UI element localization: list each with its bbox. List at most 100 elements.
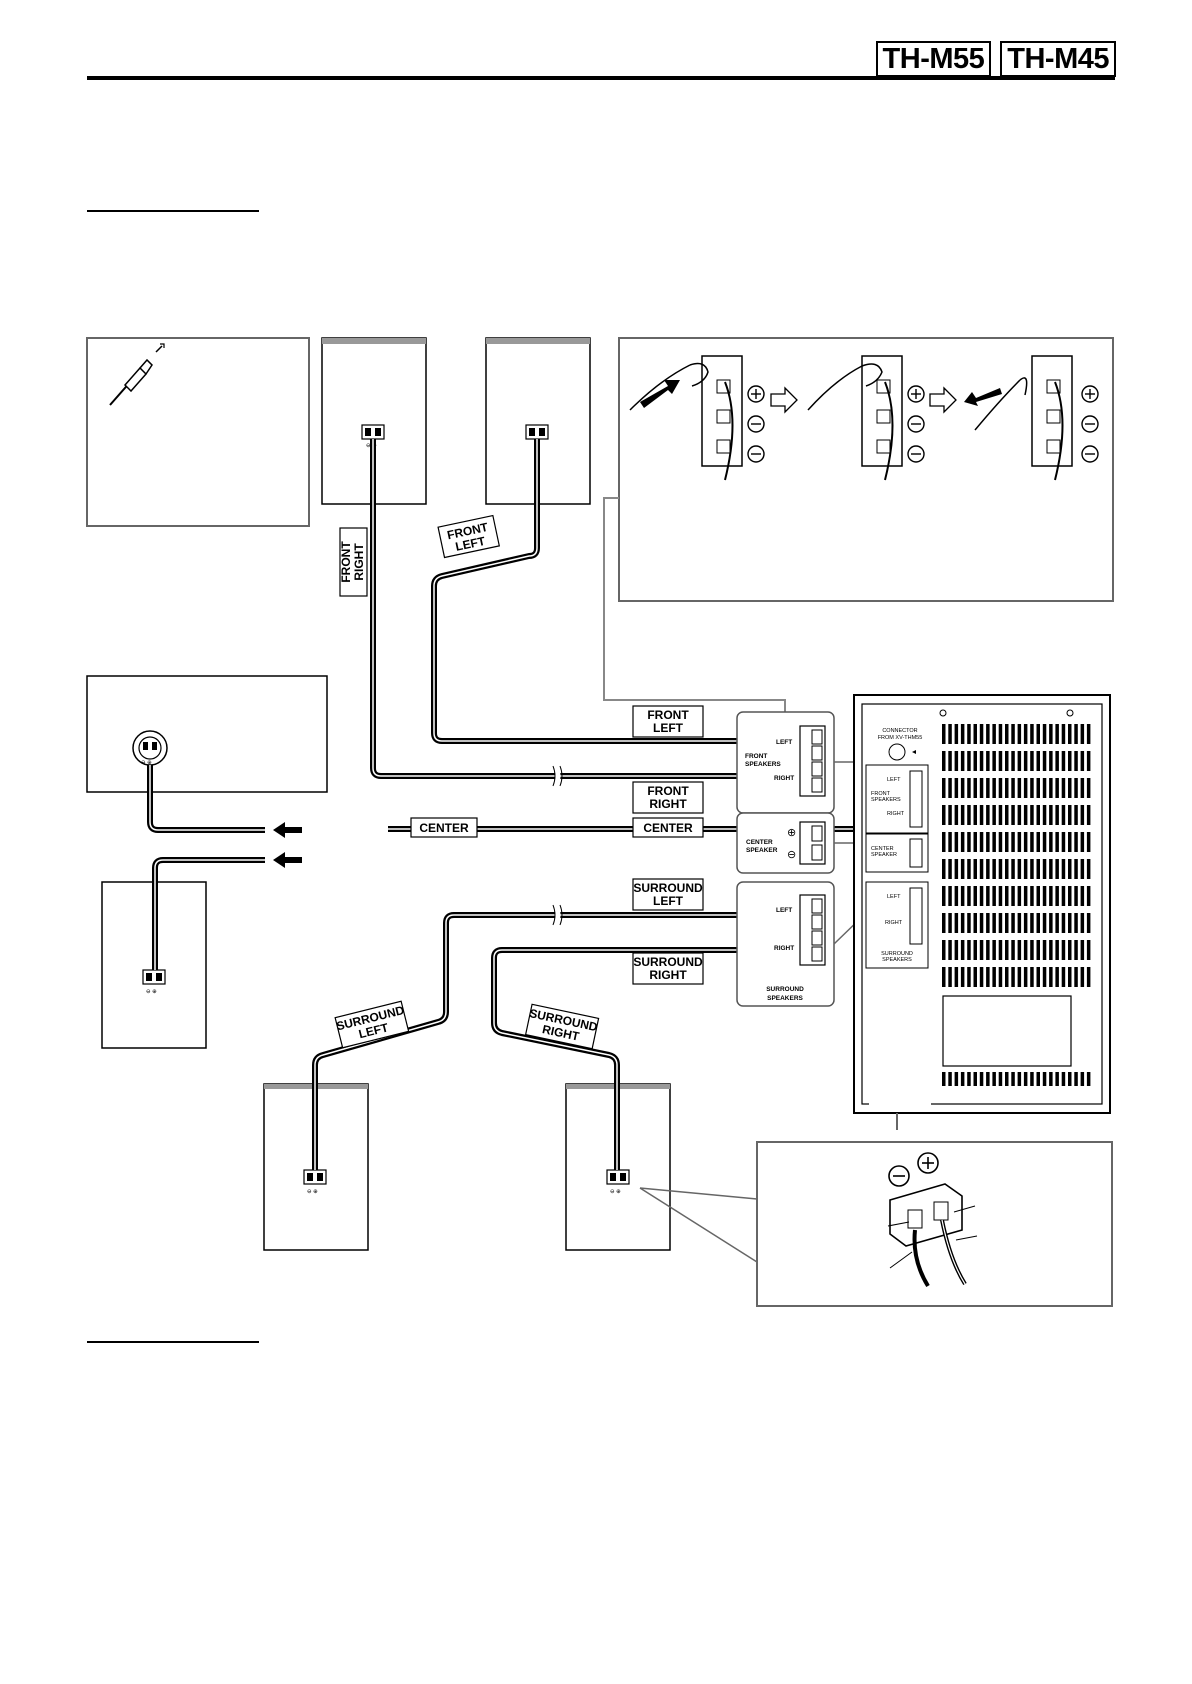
vent-slot [967, 805, 971, 825]
vent-slot [1030, 859, 1034, 879]
vent-slot [1030, 886, 1034, 906]
vent-slot [1068, 940, 1072, 960]
vent-slot [986, 967, 990, 987]
vent-slot [1080, 832, 1085, 852]
vent-slot [979, 913, 984, 933]
terminal-block-center: ⊕ ⊖ CENTER SPEAKER [736, 812, 835, 874]
label-front-left-angled: FRONT LEFT [437, 514, 501, 559]
vent-slot [1030, 751, 1034, 771]
vent-slot [1086, 724, 1091, 744]
inset-wire-end [86, 337, 310, 527]
svg-text:LEFT: LEFT [454, 534, 487, 554]
vent-slot [986, 724, 990, 744]
vent-slot [948, 967, 952, 987]
vent-slot [973, 886, 977, 906]
vent-slot [998, 1072, 1003, 1086]
svg-text:RIGHT: RIGHT [887, 811, 905, 817]
svg-text:LEFT: LEFT [776, 907, 792, 914]
vent-slot [1042, 751, 1047, 771]
vent-slot [960, 724, 965, 744]
vent-slot [1049, 886, 1053, 906]
vent-slot [986, 778, 990, 798]
terminal-block-surround: LEFT RIGHT SURROUND SPEAKERS [736, 881, 835, 1007]
vent-slot [967, 940, 971, 960]
vent-slot [1030, 913, 1034, 933]
vent-slot [1086, 832, 1091, 852]
vent-slot [973, 913, 977, 933]
vent-slot [973, 859, 977, 879]
vent-slot [942, 805, 946, 825]
vent-slot [979, 886, 984, 906]
vent-slot [1068, 913, 1072, 933]
vent-slot [973, 967, 977, 987]
subwoofer-polarity: ⊖ ⊕ [146, 989, 157, 995]
vent-slot [973, 805, 977, 825]
vent-slot [948, 1072, 952, 1086]
vent-slot [1080, 967, 1085, 987]
inset-speaker-terminal [639, 1141, 1113, 1307]
vent-slot [1042, 778, 1047, 798]
vent-slot [948, 751, 952, 771]
vent-slot [1049, 913, 1053, 933]
arrow-subwoofer-wire [273, 852, 302, 868]
vent-slot [1074, 967, 1078, 987]
vent-slot [942, 832, 946, 852]
vent-slot [1086, 805, 1091, 825]
vent-slot [1017, 886, 1022, 906]
vent-slot [1074, 1072, 1078, 1086]
vent-slot [1036, 724, 1040, 744]
inset-leader-line [603, 497, 786, 712]
vent-slot [998, 778, 1003, 798]
vent-slot [1068, 832, 1072, 852]
vent-slot [1011, 832, 1015, 852]
vent-slot [1049, 778, 1053, 798]
vent-slot [1061, 778, 1066, 798]
svg-text:RIGHT: RIGHT [774, 775, 794, 782]
vent-slot [1086, 967, 1091, 987]
vent-slot [954, 724, 959, 744]
vent-slot [1023, 859, 1028, 879]
vent-slot [973, 1072, 977, 1086]
vent-slot [1080, 913, 1085, 933]
vent-slot [1080, 805, 1085, 825]
vent-slot [1049, 805, 1053, 825]
vent-slot [942, 913, 946, 933]
vent-slot [942, 751, 946, 771]
vent-slot [992, 1072, 996, 1086]
vent-slot [1080, 940, 1085, 960]
vent-slot [1074, 913, 1078, 933]
vent-slot [1080, 778, 1085, 798]
vent-slot [1049, 859, 1053, 879]
vent-slot [1005, 967, 1009, 987]
subwoofer-unit: CONNECTOR FROM XV-THM55 LEFT FRONT SPEAK… [853, 694, 1111, 1130]
vent-slot [1023, 778, 1028, 798]
vent-slot [1036, 832, 1040, 852]
vent-slot [1055, 859, 1059, 879]
vent-slot [967, 832, 971, 852]
vent-slot [1074, 778, 1078, 798]
svg-text:CENTER: CENTER [419, 821, 469, 835]
svg-text:FRONT: FRONT [647, 708, 689, 722]
vent-slot [967, 913, 971, 933]
vent-slot [998, 913, 1003, 933]
vent-slot [1005, 859, 1009, 879]
vent-slot [1005, 1072, 1009, 1086]
svg-text:CONNECTOR: CONNECTOR [882, 728, 917, 734]
label-front-right-panel: FRONT RIGHT [632, 781, 704, 814]
vent-slot [1055, 778, 1059, 798]
svg-text:SPEAKER: SPEAKER [871, 852, 897, 858]
vent-slot [954, 805, 959, 825]
svg-text:SURROUND: SURROUND [766, 986, 804, 993]
vent-slot [1042, 940, 1047, 960]
vent-slot [1042, 913, 1047, 933]
vent-slot [960, 967, 965, 987]
vent-slot [1068, 751, 1072, 771]
vent-slot [1086, 886, 1091, 906]
label-surround-right-panel: SURROUND RIGHT [632, 952, 704, 985]
svg-text:⊕: ⊕ [787, 827, 796, 839]
vent-slot [979, 859, 984, 879]
vent-slot [1017, 859, 1022, 879]
vent-slot [1061, 805, 1066, 825]
vent-slot [1030, 832, 1034, 852]
vent-slot [1005, 940, 1009, 960]
